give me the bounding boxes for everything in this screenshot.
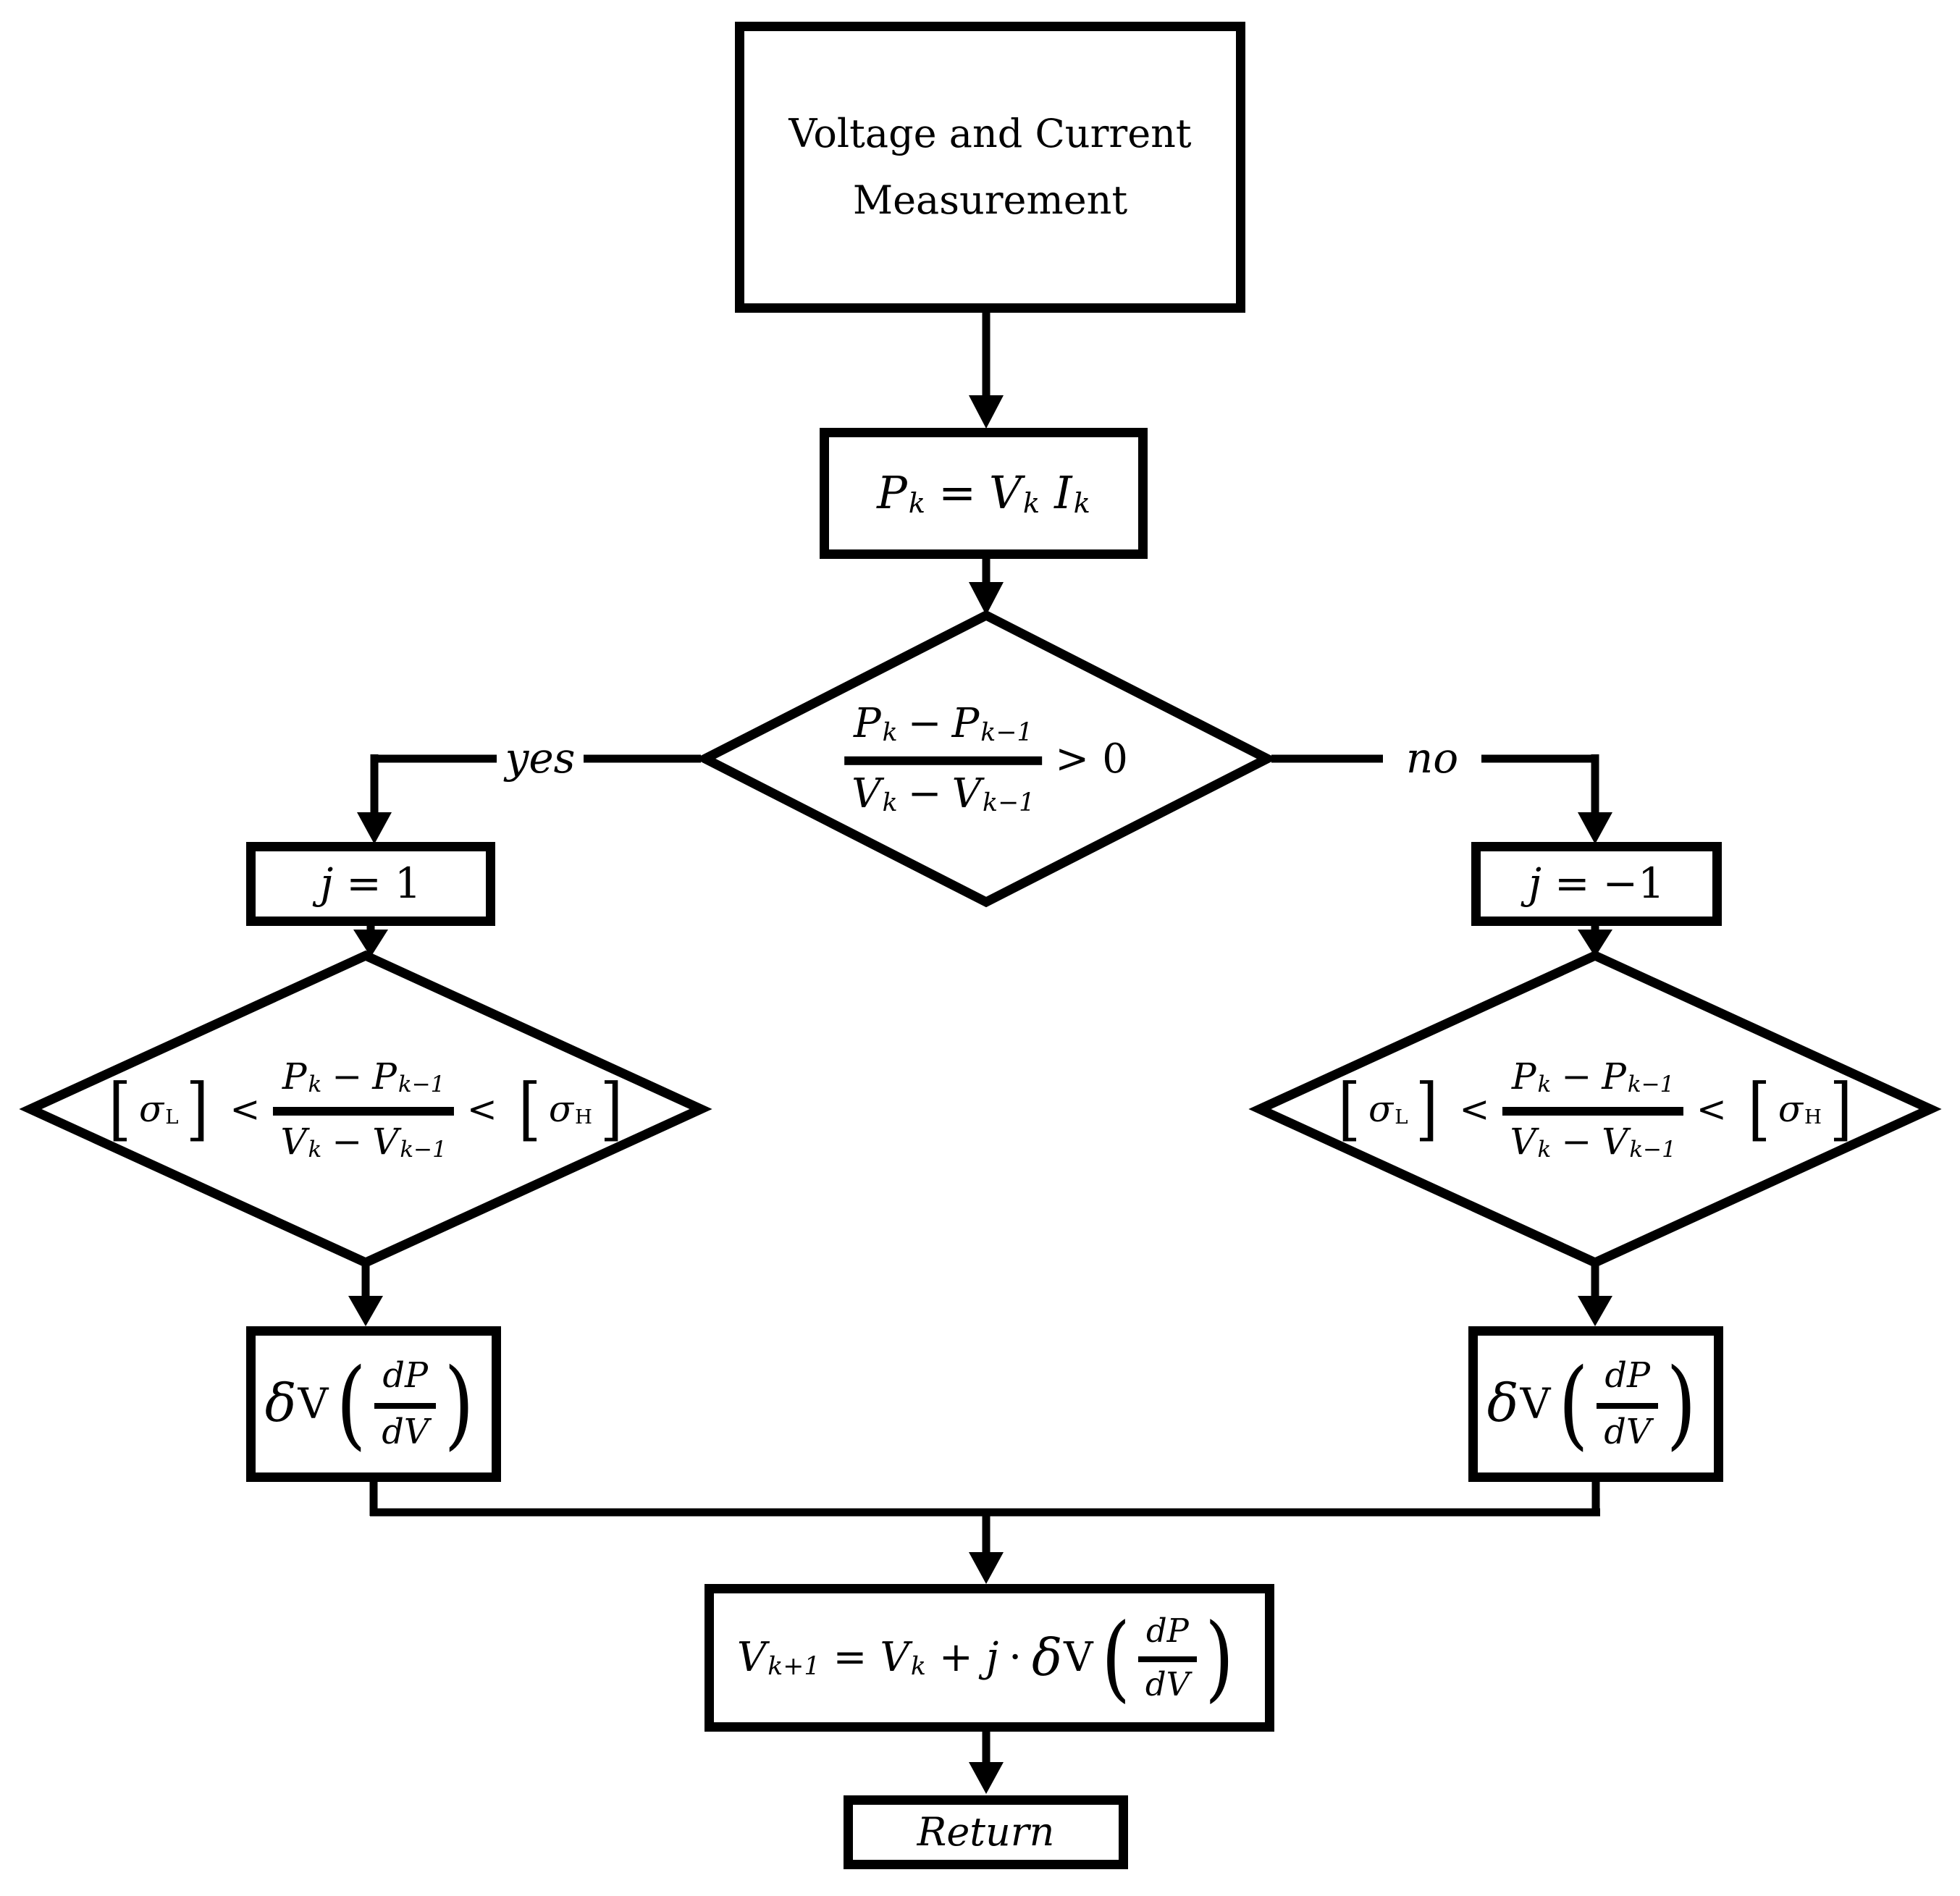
sym-lt: < — [1459, 1088, 1490, 1130]
fraction-bar — [1597, 1402, 1659, 1409]
fraction-bar — [1502, 1107, 1683, 1116]
sub-k-plus-1: k+1 — [767, 1652, 820, 1682]
sym-eq: = — [833, 1634, 867, 1682]
sym-gt: > — [1055, 735, 1090, 783]
edge-label-no: no — [1405, 733, 1459, 783]
sym-sigma: σ — [1778, 1088, 1803, 1130]
arrowhead-into-power — [969, 395, 1004, 429]
sym-j: j — [1528, 859, 1541, 909]
arrowhead-into-j1 — [357, 812, 392, 844]
measurement-line1: Voltage and Current — [788, 111, 1192, 157]
arrowhead-into-update — [969, 1552, 1004, 1584]
sym-lt: < — [1696, 1088, 1727, 1130]
arrowhead-into-return — [969, 1762, 1004, 1794]
sym-V: V — [298, 1378, 329, 1428]
return-label: Return — [917, 1808, 1055, 1855]
sym-cdot: · — [1009, 1634, 1022, 1682]
arrowhead-into-main-decision — [969, 582, 1004, 615]
sym-sigma: σ — [139, 1088, 164, 1130]
sym-sigma: σ — [548, 1088, 573, 1130]
sym-V: V — [880, 1634, 909, 1682]
sub-k: k — [1022, 487, 1040, 521]
fraction-bar — [844, 757, 1043, 765]
sym-delta: δ — [264, 1373, 297, 1434]
sym-P: P — [877, 466, 907, 520]
sym-lt: < — [230, 1088, 261, 1130]
sub-k: k — [908, 487, 926, 521]
measurement-label: Voltage and Current Measurement — [788, 101, 1191, 234]
sym-V: V — [736, 1634, 767, 1682]
fraction-bar — [1137, 1656, 1197, 1662]
sym-V: V — [989, 466, 1022, 520]
arrowhead-into-deltav-left — [348, 1296, 383, 1326]
sub-L: L — [165, 1105, 179, 1129]
sym-eq: = — [1554, 859, 1590, 909]
arrowhead-into-sigma-right — [1578, 930, 1612, 957]
sym-lt: < — [466, 1088, 497, 1130]
sym-delta: δ — [1486, 1373, 1519, 1434]
sym-V: V — [1520, 1378, 1551, 1428]
sym-j: j — [985, 1634, 999, 1682]
sym-zero: 0 — [1102, 735, 1128, 783]
sub-k: k — [910, 1652, 926, 1682]
arrowhead-into-deltav-right — [1578, 1296, 1612, 1326]
sym-V: V — [1064, 1634, 1093, 1682]
arrowhead-into-jm1 — [1578, 812, 1612, 844]
sym-eq: = — [346, 859, 382, 909]
measurement-line2: Measurement — [852, 177, 1128, 223]
fraction-bar — [273, 1107, 454, 1116]
sym-eq: = — [938, 466, 977, 520]
sym-minus-one: −1 — [1602, 859, 1665, 909]
sub-k: k — [1073, 487, 1090, 521]
sym-one: 1 — [394, 859, 421, 909]
node-return: Return — [844, 1795, 1128, 1869]
edge-label-yes: yes — [505, 733, 576, 783]
node-set-j-positive: j = 1 — [246, 842, 495, 926]
node-measurement: Voltage and Current Measurement — [735, 22, 1245, 313]
sym-I: I — [1054, 466, 1072, 520]
arrowhead-into-sigma-left — [353, 930, 388, 957]
node-set-j-negative: j = −1 — [1471, 842, 1722, 926]
sym-j: j — [320, 859, 334, 909]
sub-H: H — [574, 1105, 592, 1129]
sym-sigma: σ — [1368, 1088, 1394, 1130]
sym-plus: + — [938, 1634, 973, 1682]
fraction-bar — [374, 1402, 437, 1409]
sub-H: H — [1804, 1105, 1822, 1129]
sym-delta: δ — [1032, 1628, 1063, 1688]
sub-L: L — [1395, 1105, 1408, 1129]
